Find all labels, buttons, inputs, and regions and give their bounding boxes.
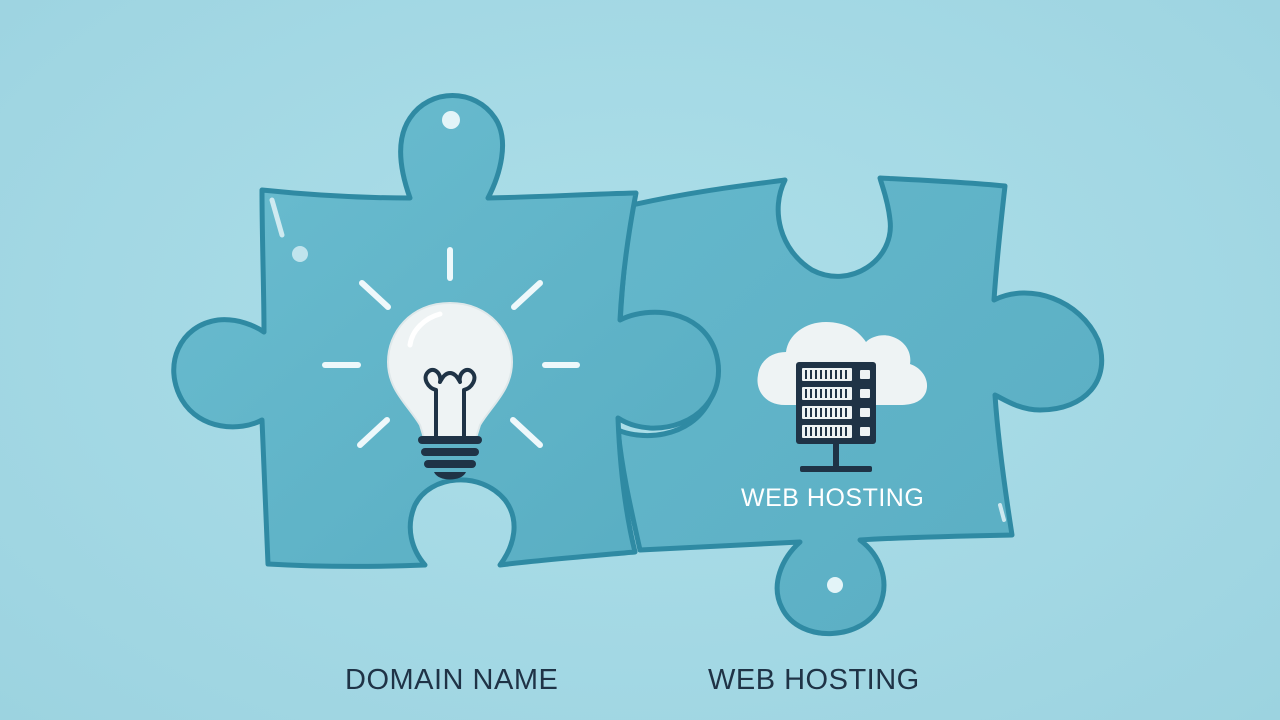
web-hosting-caption: WEB HOSTING <box>708 664 920 696</box>
gloss-highlight-right <box>998 503 1006 522</box>
web-hosting-piece-label: WEB HOSTING <box>741 484 925 512</box>
knob-dot-bottom <box>827 577 843 593</box>
gloss-highlight <box>269 197 285 238</box>
gloss-dot <box>292 246 308 262</box>
knob-dot-top <box>442 111 460 129</box>
cloud-server-icon <box>757 322 928 472</box>
lightbulb-icon <box>322 247 580 480</box>
domain-name-caption: DOMAIN NAME <box>345 664 559 696</box>
